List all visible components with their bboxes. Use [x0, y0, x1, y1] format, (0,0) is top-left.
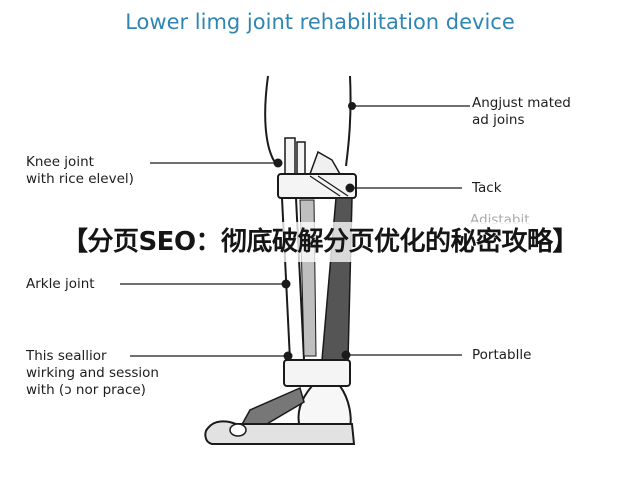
dot-knee [273, 158, 283, 168]
label-portable: Portablle [472, 347, 532, 363]
dot-ankle [281, 279, 291, 289]
foot-strut [238, 386, 305, 429]
diagram-title: Lower limg joint rehabilitation device [125, 10, 515, 34]
label-session: This seallior wirking and session with (… [26, 348, 159, 398]
upper-rod-2 [296, 141, 306, 175]
ankle-cuff [283, 359, 351, 387]
thigh-outline-back [345, 75, 352, 167]
label-ankle: Arkle joint [26, 276, 95, 292]
thigh-outline [264, 75, 277, 165]
overlay-banner: 【分页SEO：彻底破解分页优化的秘密攻略】 [0, 222, 640, 262]
label-tack: Tack [472, 180, 502, 196]
label-adjust: Angjust mated ad joins [472, 95, 571, 128]
upper-rod [284, 137, 296, 175]
label-knee: Knee joint with rice elevel) [26, 154, 134, 187]
knee-cuff [277, 173, 357, 199]
toe-strap [229, 423, 247, 437]
shoe-sole [204, 420, 356, 445]
upper-bracket [308, 150, 342, 175]
dot-tack [345, 183, 355, 193]
dot-adjust [348, 102, 356, 110]
heel [297, 385, 352, 429]
dot-session [283, 351, 293, 361]
dot-portable [341, 350, 351, 360]
